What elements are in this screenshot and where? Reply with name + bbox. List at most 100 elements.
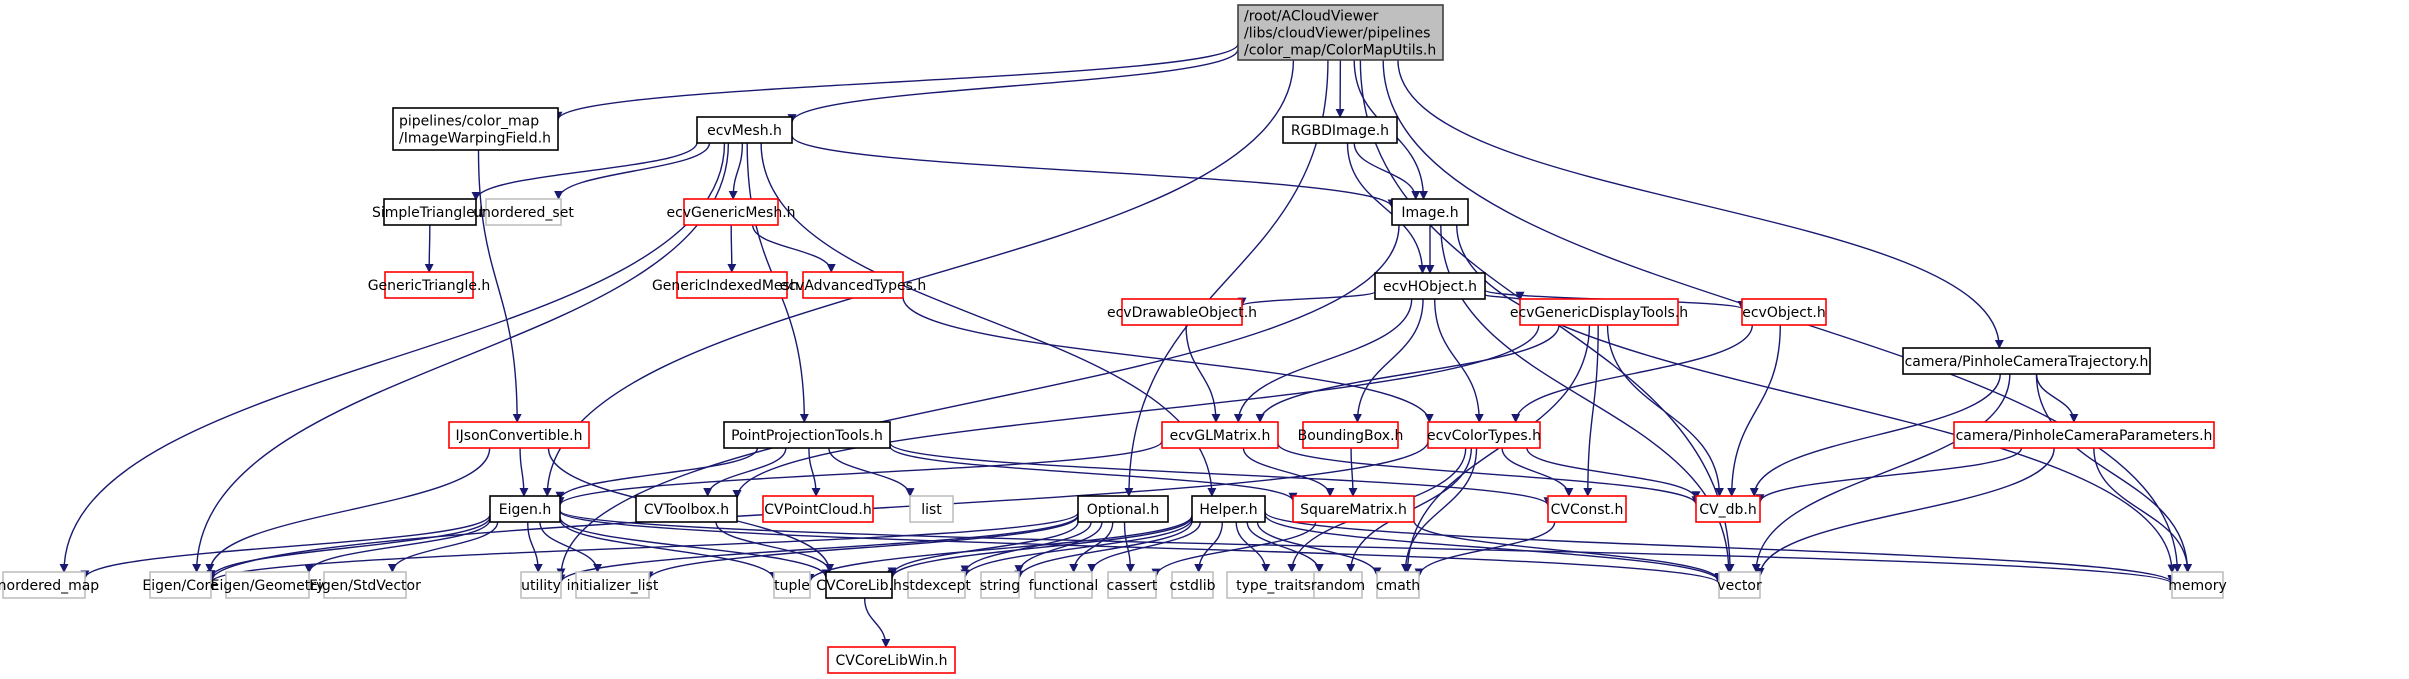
node-helper[interactable]: Helper.h <box>1191 495 1266 523</box>
node-label: ecvObject.h <box>1742 305 1826 321</box>
node-colortypes[interactable]: ecvColorTypes.h <box>1427 421 1541 449</box>
edge-ppt-to-cvpointcloud <box>808 447 821 497</box>
node-genericindexed[interactable]: GenericIndexedMesh.h <box>652 271 812 299</box>
node-image[interactable]: Image.h <box>1391 198 1469 226</box>
node-box <box>909 495 954 523</box>
node-box <box>1718 571 1761 599</box>
edge-root-to-eigen <box>542 59 1295 497</box>
node-label: initializer_list <box>567 578 659 594</box>
edge-hobject-to-colortypes <box>1434 298 1484 423</box>
node-box <box>1953 421 2215 449</box>
node-squarematrix[interactable]: SquareMatrix.h <box>1292 495 1415 523</box>
edge-helper-to-functional <box>1087 521 1201 573</box>
node-box <box>1374 272 1486 300</box>
edge-optional-to-cvcorelib <box>887 521 1079 577</box>
node-label: Image.h <box>1401 205 1458 221</box>
node-box <box>1107 571 1157 599</box>
node-cvdb[interactable]: CV_db.h <box>1695 495 1761 523</box>
node-cassert[interactable]: cassert <box>1107 571 1158 599</box>
node-type_traits[interactable]: type_traits <box>1226 571 1321 599</box>
node-initlist[interactable]: initializer_list <box>567 571 659 599</box>
node-tuple[interactable]: tuple <box>773 571 811 599</box>
edge-eigen-to-unordered_map <box>80 514 491 580</box>
node-ecvGenericMesh[interactable]: ecvGenericMesh.h <box>666 198 796 226</box>
node-utility[interactable]: utility <box>520 571 562 599</box>
node-ijson[interactable]: IJsonConvertible.h <box>448 421 590 449</box>
node-label: type_traits <box>1236 578 1311 594</box>
edge-gendisplay-to-cvconst <box>1583 324 1599 497</box>
node-box <box>2 571 86 599</box>
edge-gendisplay-to-cvdb <box>1606 324 1724 497</box>
edge-trajectory-to-memory <box>2035 373 2193 573</box>
node-hobject[interactable]: ecvHObject.h <box>1374 272 1486 300</box>
node-box <box>1427 421 1541 449</box>
edge-eigen-to-eigenstdvec <box>387 521 499 573</box>
node-label: BoundingBox.h <box>1298 428 1404 444</box>
node-box <box>1121 298 1243 326</box>
node-drawable[interactable]: ecvDrawableObject.h <box>1107 298 1257 326</box>
node-ecvobject[interactable]: ecvObject.h <box>1741 298 1827 326</box>
node-generictri[interactable]: GenericTriangle.h <box>368 271 491 299</box>
node-ppt[interactable]: PointProjectionTools.h <box>723 421 891 449</box>
node-memory[interactable]: memory <box>2168 571 2227 599</box>
node-gendisplay[interactable]: ecvGenericDisplayTools.h <box>1510 298 1688 326</box>
node-optional[interactable]: Optional.h <box>1077 495 1169 523</box>
node-cvtoolbox[interactable]: CVToolbox.h <box>635 495 738 523</box>
node-box <box>2171 571 2224 599</box>
node-box <box>1292 495 1415 523</box>
node-box <box>1226 571 1321 599</box>
edge-eigen-to-cvcorelib <box>559 516 831 579</box>
edge-trajectory-to-cvdb <box>1749 373 2001 497</box>
node-eigengeom[interactable]: Eigen/Geometry <box>211 571 325 599</box>
edge-eigen-to-initlist <box>539 521 603 573</box>
edge-camparams-to-cvdb <box>1755 447 2023 504</box>
node-box <box>149 571 212 599</box>
node-cvpointcloud[interactable]: CVPointCloud.h <box>762 495 874 523</box>
node-camparams[interactable]: camera/PinholeCameraParameters.h <box>1953 421 2215 449</box>
node-bbox[interactable]: BoundingBox.h <box>1298 421 1404 449</box>
node-list[interactable]: list <box>909 495 954 523</box>
node-box <box>1741 298 1827 326</box>
node-cvconst[interactable]: CVConst.h <box>1547 495 1627 523</box>
node-box <box>1313 571 1363 599</box>
node-cstdlib[interactable]: cstdlib <box>1169 571 1216 599</box>
node-advtypes[interactable]: ecvAdvancedTypes.h <box>780 271 927 299</box>
node-trajectory[interactable]: camera/PinholeCameraTrajectory.h <box>1902 347 2151 375</box>
edge-optional-to-stdexcept <box>960 521 1092 575</box>
edge-ijson-to-eigencore <box>205 447 491 573</box>
node-cvcorelib[interactable]: CVCoreLib.h <box>816 571 902 599</box>
node-glmatrix[interactable]: ecvGLMatrix.h <box>1161 421 1279 449</box>
edge-ecvMesh-to-simpletri <box>471 142 698 201</box>
edge-ppt-to-squarematrix <box>889 445 1298 502</box>
node-simpletri[interactable]: SimpleTriangle.h <box>372 198 488 226</box>
edge-hobject-to-bbox <box>1352 298 1424 423</box>
node-box <box>825 571 893 599</box>
node-cmath[interactable]: cmath <box>1376 571 1420 599</box>
edge-camparams-to-memory <box>2093 447 2193 573</box>
edge-hobject-to-glmatrix <box>1233 298 1413 423</box>
node-eigenstdvec[interactable]: Eigen/StdVector <box>309 571 421 599</box>
node-cvcorelibwin[interactable]: CVCoreLibWin.h <box>827 646 956 674</box>
node-string[interactable]: string <box>980 571 1020 599</box>
edge-image-to-utility <box>556 224 1400 578</box>
node-label: tuple <box>774 578 810 594</box>
node-box <box>1302 421 1399 449</box>
node-label: SquareMatrix.h <box>1300 502 1407 518</box>
node-unordered_map[interactable]: unordered_map <box>0 571 99 599</box>
edge-ecvMesh-to-ecvGenericMesh <box>728 142 744 200</box>
node-rgbd[interactable]: RGBDImage.h <box>1282 116 1398 144</box>
edge-ppt-to-eigen <box>555 447 759 501</box>
node-functional[interactable]: functional <box>1029 571 1099 599</box>
node-vector[interactable]: vector <box>1717 571 1762 599</box>
node-root[interactable]: /root/ACloudViewer/libs/cloudViewer/pipe… <box>1237 4 1444 61</box>
node-label: SimpleTriangle.h <box>372 205 488 221</box>
node-eigencore[interactable]: Eigen/Core <box>142 571 219 599</box>
node-label: ecvGLMatrix.h <box>1170 428 1271 444</box>
node-random[interactable]: random <box>1311 571 1365 599</box>
node-ecvMesh[interactable]: ecvMesh.h <box>696 116 793 144</box>
node-stdexcept[interactable]: stdexcept <box>902 571 971 599</box>
edge-image-to-memory <box>1456 224 2177 574</box>
node-iwf[interactable]: pipelines/color_map/ImageWarpingField.h <box>392 107 559 151</box>
node-eigen[interactable]: Eigen.h <box>489 495 561 523</box>
node-unordered_set[interactable]: unordered_set <box>473 198 574 226</box>
